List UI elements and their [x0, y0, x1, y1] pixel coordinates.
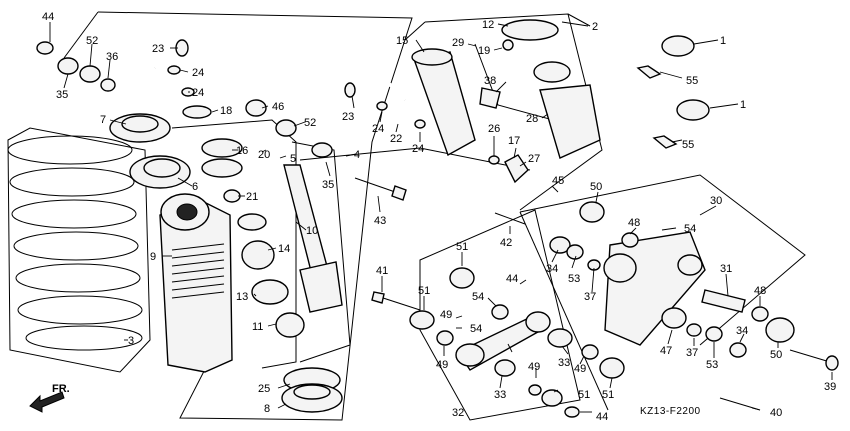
callout-37: 37	[686, 347, 698, 359]
callout-51: 51	[602, 389, 614, 401]
callout-51: 51	[418, 285, 430, 297]
callout-40: 40	[770, 407, 782, 419]
callout-50: 50	[590, 181, 602, 193]
callout-10: 10	[306, 225, 318, 237]
callout-24: 24	[412, 143, 424, 155]
callout-3: 3	[128, 335, 134, 347]
callout-34: 34	[546, 263, 558, 275]
callout-42: 42	[500, 237, 512, 249]
top-mount-parts	[36, 41, 333, 158]
callout-45: 45	[552, 175, 564, 187]
callout-7: 7	[100, 114, 106, 126]
callout-54: 54	[684, 223, 696, 235]
callout-49: 49	[528, 361, 540, 373]
callout-30: 30	[710, 195, 722, 207]
reservoir-hose	[153, 35, 426, 129]
coil-spring	[7, 127, 151, 373]
callout-8: 8	[264, 403, 270, 415]
callout-19: 19	[478, 45, 490, 57]
callout-38: 38	[484, 75, 496, 87]
front-direction-arrow	[29, 391, 65, 413]
direction-label: FR.	[52, 383, 70, 395]
callout-28: 28	[526, 113, 538, 125]
callout-24: 24	[192, 87, 204, 99]
callout-51: 51	[456, 241, 468, 253]
assembly-frames	[63, 11, 806, 421]
callout-55: 55	[686, 75, 698, 87]
callout-34: 34	[736, 325, 748, 337]
callout-48: 48	[754, 285, 766, 297]
callout-5: 5	[290, 153, 296, 165]
callout-41: 41	[376, 265, 388, 277]
callout-24: 24	[372, 123, 384, 135]
callout-49: 49	[574, 363, 586, 375]
callout-50: 50	[770, 349, 782, 361]
callout-44: 44	[42, 11, 54, 23]
callout-leaders	[49, 21, 833, 413]
damper-rod-parts	[182, 99, 343, 338]
callout-13: 13	[236, 291, 248, 303]
callout-21: 21	[246, 191, 258, 203]
callout-52: 52	[86, 35, 98, 47]
callout-1: 1	[740, 99, 746, 111]
diagram-code: KZ13-F2200	[640, 406, 701, 417]
callout-15: 15	[396, 35, 408, 47]
callout-36: 36	[106, 51, 118, 63]
callout-12: 12	[482, 19, 494, 31]
callout-17: 17	[508, 135, 520, 147]
callout-47: 47	[660, 345, 672, 357]
callout-53: 53	[706, 359, 718, 371]
callout-9: 9	[150, 251, 156, 263]
callout-35: 35	[56, 89, 68, 101]
callout-1: 1	[720, 35, 726, 47]
callout-55: 55	[682, 139, 694, 151]
callout-23: 23	[342, 111, 354, 123]
callout-20: 20	[258, 149, 270, 161]
callout-labels: 44 52 36 35 23 24 24 7 18 46 52 16 20 5 …	[42, 11, 836, 423]
callout-16: 16	[236, 145, 248, 157]
callout-22: 22	[390, 133, 402, 145]
shock-body	[159, 193, 233, 373]
callout-54: 54	[470, 323, 482, 335]
callout-48: 48	[628, 217, 640, 229]
callout-29: 29	[452, 37, 464, 49]
callout-26: 26	[488, 123, 500, 135]
callout-46: 46	[272, 101, 284, 113]
shock-link	[409, 267, 625, 418]
shock-arm	[549, 201, 795, 358]
callout-25: 25	[258, 383, 270, 395]
callout-37: 37	[584, 291, 596, 303]
callout-54: 54	[472, 291, 484, 303]
callout-49: 49	[440, 309, 452, 321]
callout-49: 49	[436, 359, 448, 371]
callout-18: 18	[220, 105, 232, 117]
callout-32: 32	[452, 407, 464, 419]
callout-33: 33	[558, 357, 570, 369]
callout-44: 44	[506, 273, 518, 285]
clamps	[636, 35, 710, 149]
reservoir-parts	[411, 19, 601, 184]
callout-53: 53	[568, 273, 580, 285]
callout-6: 6	[192, 181, 198, 193]
callout-43: 43	[374, 215, 386, 227]
lower-boot-parts	[281, 367, 343, 413]
adjuster-nuts	[109, 113, 191, 189]
callout-44: 44	[596, 411, 608, 423]
callout-23: 23	[152, 43, 164, 55]
callout-35: 35	[322, 179, 334, 191]
callout-39: 39	[824, 381, 836, 393]
callout-52: 52	[304, 117, 316, 129]
callout-11: 11	[252, 321, 263, 333]
callout-14: 14	[278, 243, 290, 255]
callout-33: 33	[494, 389, 506, 401]
callout-27: 27	[528, 153, 540, 165]
callout-2: 2	[592, 21, 598, 33]
callout-24: 24	[192, 67, 204, 79]
callout-51: 51	[578, 389, 590, 401]
callout-31: 31	[720, 263, 732, 275]
callout-4: 4	[354, 149, 360, 161]
